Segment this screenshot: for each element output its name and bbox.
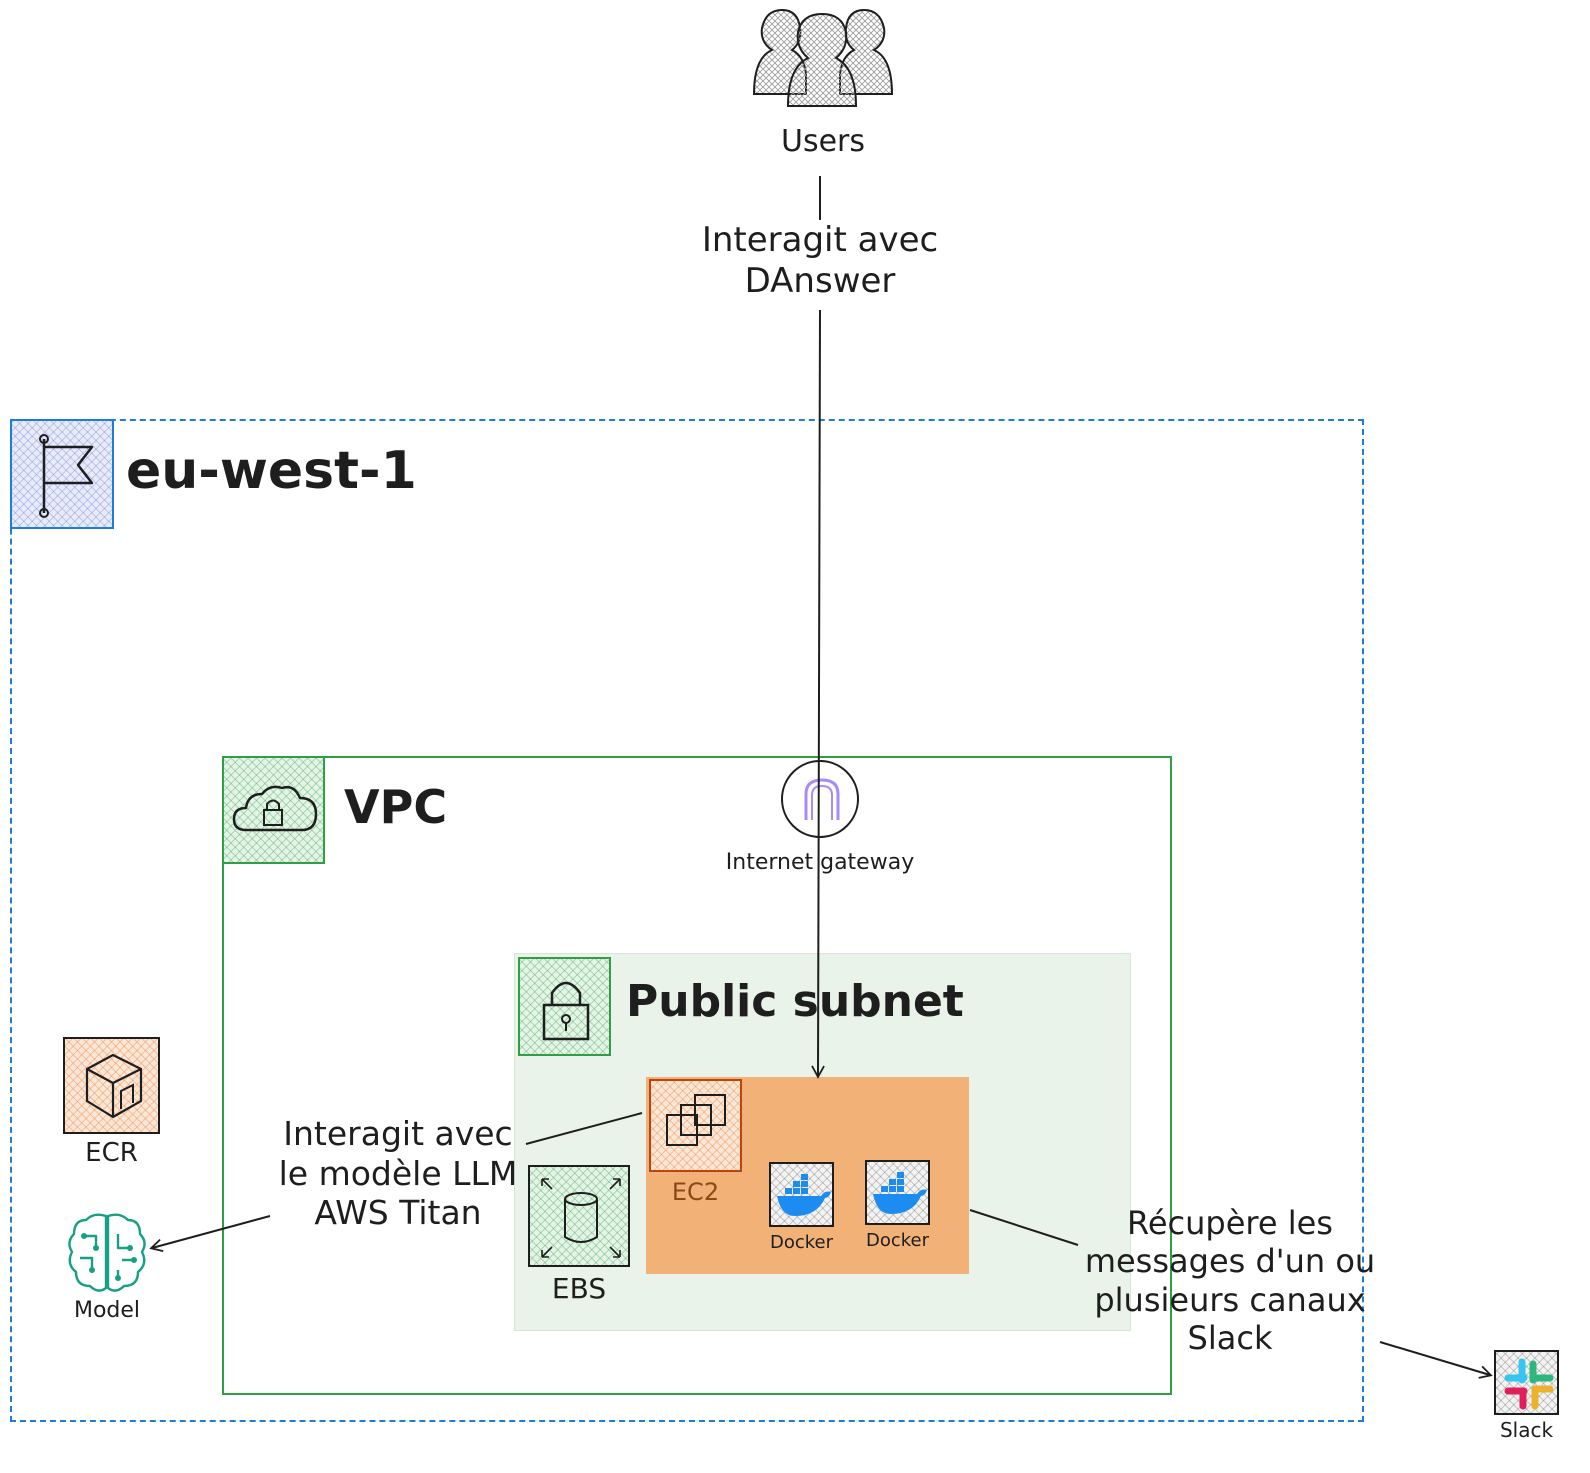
edge-label-slack: Récupère les messages d'un ou plusieurs … (1084, 1204, 1376, 1358)
region-container (10, 419, 1364, 1422)
users-label: Users (780, 124, 865, 159)
flag-icon (10, 419, 114, 529)
ebs-label: EBS (551, 1272, 607, 1305)
docker-whale-icon (865, 1160, 930, 1225)
model-label: Model (73, 1298, 141, 1323)
gateway-icon (781, 760, 859, 838)
padlock-icon (518, 957, 611, 1056)
slack-label: Slack (1499, 1418, 1554, 1442)
vpc-label: VPC (344, 780, 448, 834)
region-label: eu-west-1 (126, 441, 417, 501)
gateway-label: Internet gateway (725, 850, 915, 875)
docker-label-2: Docker (865, 1230, 930, 1251)
vpc-container (222, 756, 1172, 1395)
storage-cylinder-icon (528, 1165, 630, 1267)
subnet-label: Public subnet (626, 976, 964, 1027)
users-icon (748, 6, 898, 112)
ec2-label: EC2 (671, 1178, 720, 1206)
ec2-instances-icon (649, 1079, 742, 1172)
edge-label-model: Interagit avec le modèle LLM AWS Titan (278, 1114, 518, 1233)
cloud-lock-icon (222, 756, 325, 864)
docker-label-1: Docker (769, 1232, 834, 1253)
ecr-label: ECR (85, 1138, 138, 1168)
docker-whale-icon (769, 1162, 834, 1227)
ecr-cube-icon (63, 1037, 160, 1134)
slack-logo-icon (1494, 1350, 1559, 1415)
brain-circuit-icon (62, 1208, 152, 1298)
edge-label-users: Interagit avec DAnswer (660, 220, 980, 302)
